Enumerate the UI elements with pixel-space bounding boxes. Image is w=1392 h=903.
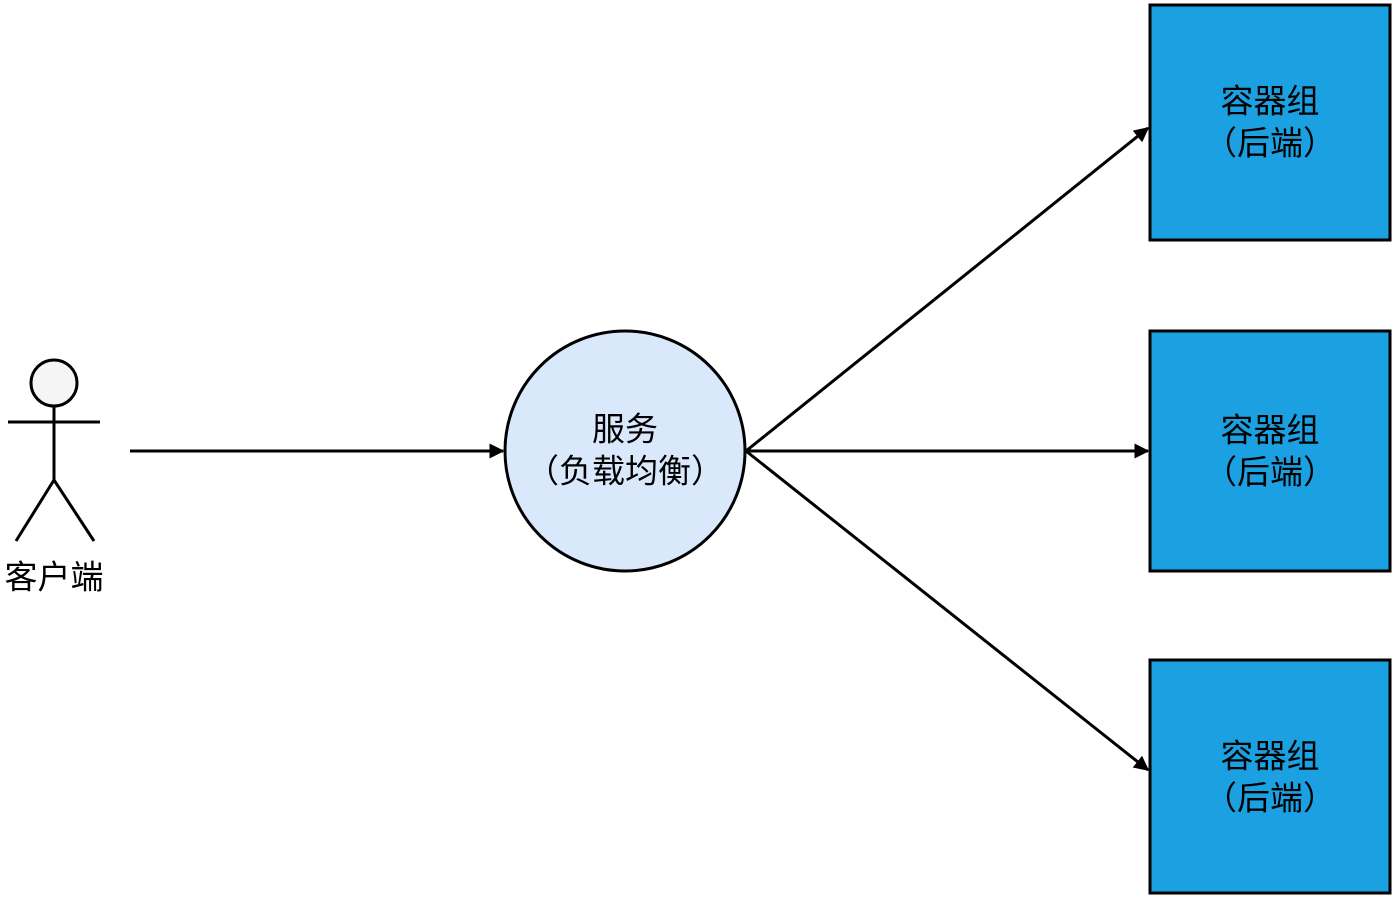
backend-2-label-line1: 容器组 [1221, 412, 1320, 449]
service-label-line2: （负载均衡） [526, 453, 724, 490]
backend-node-3: 容器组 （后端） [1148, 658, 1392, 895]
actor-leg-left [14, 479, 56, 542]
actor-leg-right [52, 479, 96, 542]
actor-client: 客户端 [5, 358, 104, 596]
service-ellipse [503, 329, 747, 573]
backend-rect-3 [1148, 658, 1392, 895]
backend-rect-1 [1148, 3, 1392, 242]
backend-1-label-line2: （后端） [1204, 125, 1336, 162]
backend-node-2: 容器组 （后端） [1148, 329, 1392, 573]
service-label-line1: 服务 [592, 411, 658, 448]
service-node: 服务 （负载均衡） [503, 329, 747, 573]
backend-rect-2 [1148, 329, 1392, 573]
backend-2-label-line2: （后端） [1204, 454, 1336, 491]
edge-service-to-backend-1 [745, 126, 1150, 453]
edge-service-to-backend-3 [745, 449, 1150, 772]
backend-node-1: 容器组 （后端） [1148, 3, 1392, 242]
actor-head [29, 358, 79, 408]
actor-client-label: 客户端 [5, 559, 104, 596]
backend-1-label-line1: 容器组 [1221, 83, 1320, 120]
backend-3-label-line2: （后端） [1204, 780, 1336, 817]
backend-3-label-line1: 容器组 [1221, 738, 1320, 775]
